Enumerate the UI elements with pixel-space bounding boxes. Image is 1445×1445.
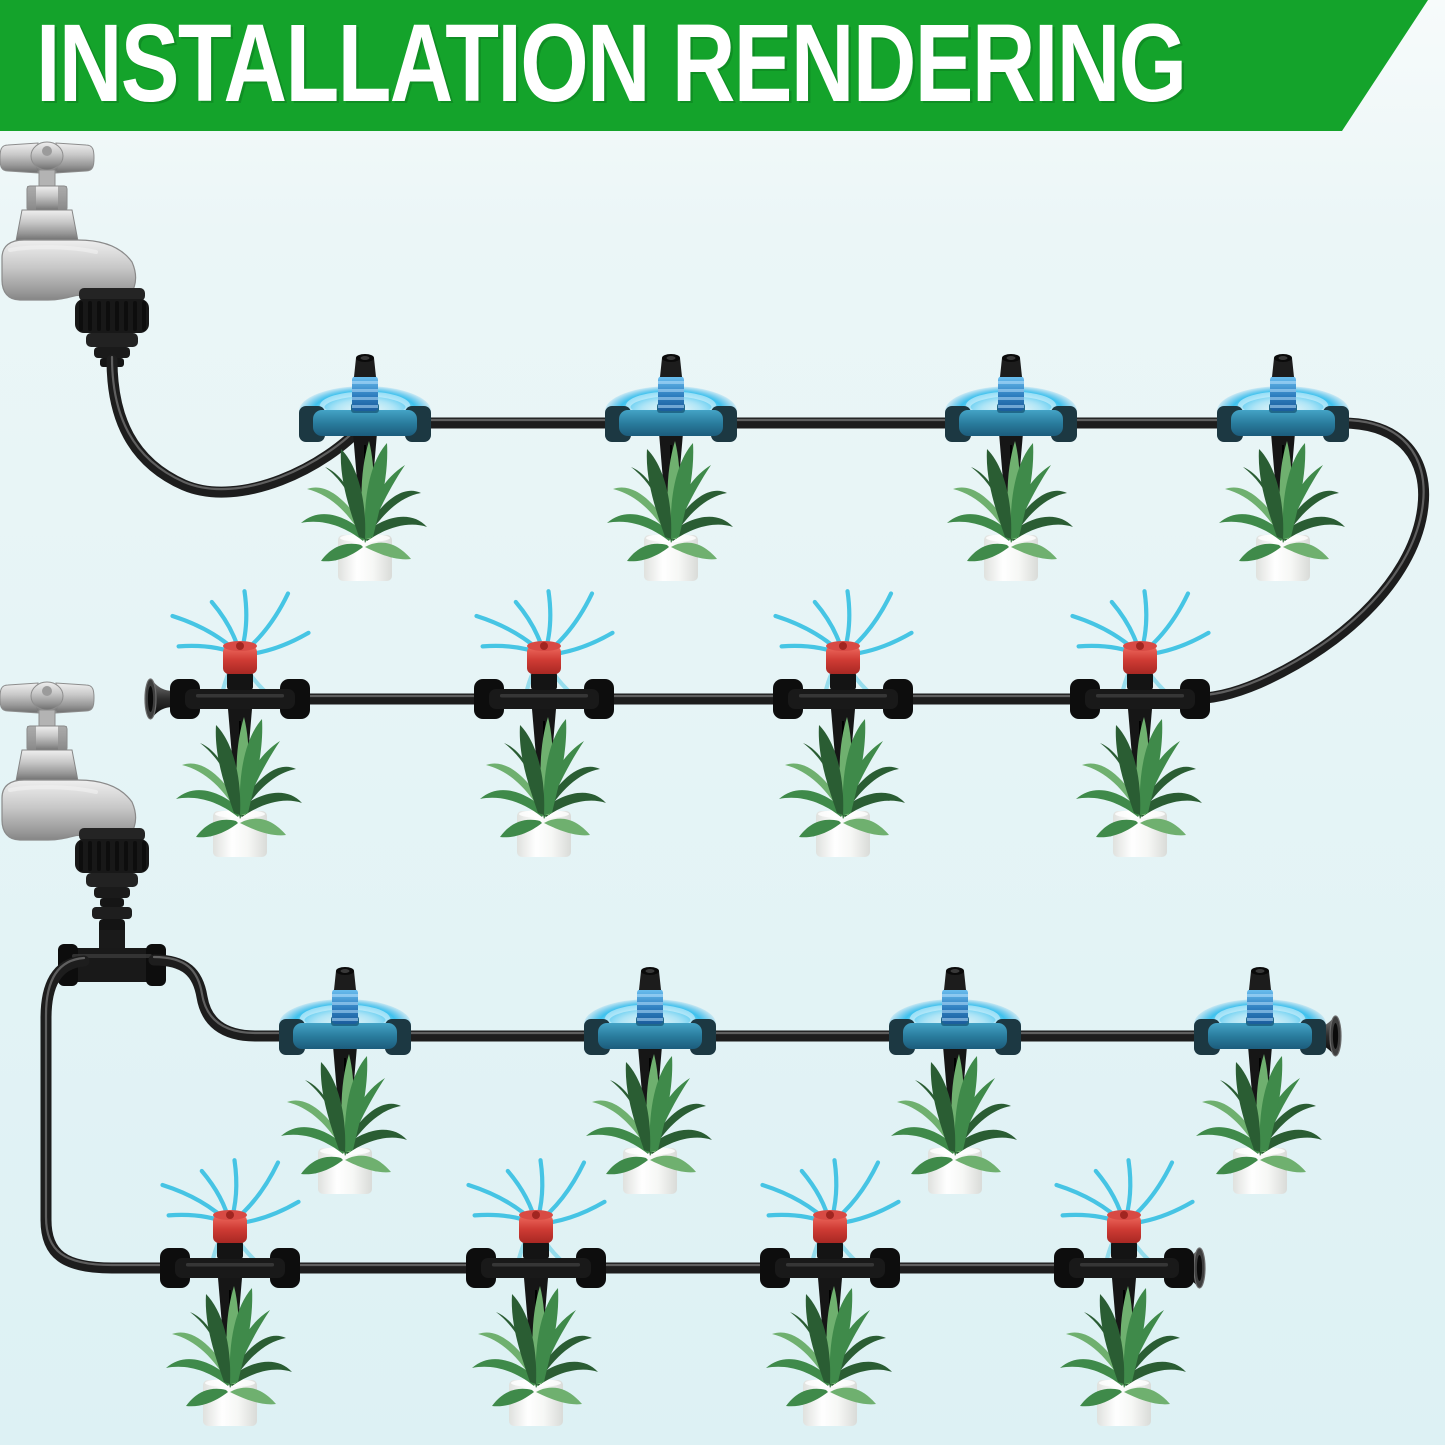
plant-leaves <box>480 717 606 838</box>
sprinkler-head-blue <box>998 376 1024 411</box>
plant <box>779 717 905 857</box>
sprinkler-head-blue <box>332 989 358 1024</box>
row-2 <box>144 589 1211 857</box>
sprinkler-red <box>170 589 311 857</box>
sprinkler-blue <box>299 354 431 581</box>
sprinkler-head-red <box>213 1215 247 1243</box>
plant <box>766 1286 892 1426</box>
water-tap-1 <box>0 141 149 367</box>
sprinkler-head-blue <box>1247 989 1273 1024</box>
sprinkler-red <box>1070 589 1211 857</box>
plant-leaves <box>1196 1054 1322 1175</box>
sprinkler-head-blue <box>1270 376 1296 411</box>
plant <box>891 1054 1017 1194</box>
sprinkler-red <box>773 589 914 857</box>
plant <box>947 441 1073 581</box>
plant-leaves <box>166 1286 292 1407</box>
tee-fitting <box>58 930 166 986</box>
sprinkler-head-red <box>527 646 561 674</box>
plant-leaves <box>607 441 733 562</box>
plant-leaves <box>766 1286 892 1407</box>
sprinkler-head-red <box>826 646 860 674</box>
plant <box>176 717 302 857</box>
sprinkler-head-blue <box>352 376 378 411</box>
plant <box>1219 441 1345 581</box>
plant-leaves <box>891 1054 1017 1175</box>
sprinkler-blue <box>1194 967 1326 1194</box>
plant <box>166 1286 292 1426</box>
sprinkler-head-red <box>519 1215 553 1243</box>
sprinkler-blue <box>584 967 716 1194</box>
plant <box>586 1054 712 1194</box>
sprinkler-blue <box>889 967 1021 1194</box>
row-1 <box>299 354 1349 581</box>
plant-leaves <box>779 717 905 838</box>
plant-leaves <box>176 717 302 838</box>
sprinkler-head-blue <box>637 989 663 1024</box>
sprinkler-red <box>466 1158 607 1426</box>
sprinkler-red <box>1054 1158 1195 1426</box>
plant <box>472 1286 598 1426</box>
plant-leaves <box>301 441 427 562</box>
plant-leaves <box>947 441 1073 562</box>
tap-connector <box>75 828 149 937</box>
supply-tube-kit2-lower <box>40 955 1172 1274</box>
sprinkler-red <box>474 589 615 857</box>
plant <box>1076 717 1202 857</box>
plant-leaves <box>1076 717 1202 838</box>
plant-leaves <box>1060 1286 1186 1407</box>
plant <box>301 441 427 581</box>
banner: INSTALLATION RENDERING <box>0 0 1428 131</box>
plant <box>1196 1054 1322 1194</box>
plant-leaves <box>472 1286 598 1407</box>
plant <box>281 1054 407 1194</box>
sprinkler-red <box>760 1158 901 1426</box>
plant-leaves <box>1219 441 1345 562</box>
sprinkler-head-red <box>223 646 257 674</box>
sprinkler-head-red <box>1123 646 1157 674</box>
row-3 <box>279 967 1342 1194</box>
sprinkler-head-blue <box>658 376 684 411</box>
plant <box>480 717 606 857</box>
plant-leaves <box>281 1054 407 1175</box>
tap-connector <box>75 288 149 367</box>
sprinkler-red <box>160 1158 301 1426</box>
sprinkler-blue <box>279 967 411 1194</box>
plant-leaves <box>586 1054 712 1175</box>
end-cap-nozzle <box>144 678 184 720</box>
sprinkler-blue <box>605 354 737 581</box>
water-tap-2 <box>0 681 149 937</box>
sprinkler-head-blue <box>942 989 968 1024</box>
supply-tube-kit2-upper <box>148 954 1310 1042</box>
sprinkler-head-red <box>1107 1215 1141 1243</box>
sprinkler-head-red <box>813 1215 847 1243</box>
plant <box>1060 1286 1186 1426</box>
sprinkler-blue <box>945 354 1077 581</box>
banner-title: INSTALLATION RENDERING <box>36 1 1187 125</box>
plant <box>607 441 733 581</box>
sprinkler-blue <box>1217 354 1349 581</box>
row-4 <box>160 1158 1206 1426</box>
